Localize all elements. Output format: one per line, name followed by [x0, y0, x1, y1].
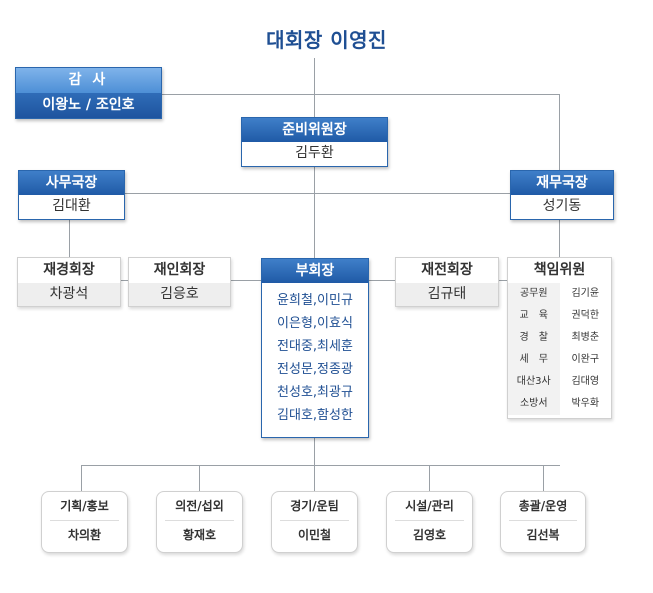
prep-chair-name: 김두환	[242, 142, 387, 164]
dept-drop-1	[81, 465, 82, 491]
department-box-2: 의전/섭외 황재호	[156, 491, 243, 553]
department-divider	[280, 520, 349, 521]
department-name: 차의환	[67, 528, 102, 542]
committee-name: 김기윤	[571, 288, 600, 299]
committee-row: 세 무 이완구	[508, 349, 611, 371]
finance-right-line	[559, 94, 560, 170]
department-divider	[395, 520, 464, 521]
committee-role: 경 찰	[508, 327, 560, 349]
sub-chair-label: 재경회장	[18, 258, 120, 283]
secretary-general-label: 사무국장	[19, 171, 124, 195]
auditor-connector	[160, 94, 560, 95]
secretary-general-name: 김대환	[19, 195, 124, 217]
sub-chair-name: 차광석	[18, 283, 120, 306]
sub-right-connector	[498, 280, 508, 281]
vice-chair-row: 김대호,함성한	[277, 408, 353, 423]
vice-chair-row: 전대중,최세훈	[277, 339, 353, 354]
department-box-1: 기획/홍보 차의환	[41, 491, 128, 553]
committee-name: 박우화	[571, 398, 600, 409]
department-label: 경기/운팀	[290, 499, 339, 513]
dept-drop-3	[314, 465, 315, 491]
dept-drop-4	[429, 465, 430, 491]
vice-chair-row: 이은형,이효식	[277, 316, 353, 331]
departments-connector	[81, 465, 560, 466]
department-label: 의전/섭외	[175, 499, 224, 513]
vice-chair-row: 윤희철,이민규	[277, 293, 353, 308]
committee-label: 책임위원	[533, 262, 586, 278]
department-name: 김선복	[526, 528, 560, 542]
right-branch-line	[559, 219, 560, 257]
sub-mid-right-connector	[368, 280, 396, 281]
secretary-general-box: 사무국장 김대환	[18, 170, 125, 220]
committee-name: 최병춘	[571, 332, 600, 343]
main-trunk-line	[314, 58, 315, 438]
committee-box: 책임위원 공무원 김기윤 교 육 권덕한 경 찰 최병춘 세 무 이완구 대산3사 김대영…	[507, 257, 612, 419]
vice-chair-row: 전성문,정종광	[277, 362, 353, 377]
department-box-3: 경기/운팀 이민철	[271, 491, 358, 553]
sub-mid-left-connector	[230, 280, 262, 281]
prep-chair-label: 준비위원장	[242, 118, 387, 142]
committee-role: 대산3사	[508, 371, 560, 393]
sub-left-connector	[120, 280, 128, 281]
directors-connector	[125, 193, 511, 194]
department-label: 기획/홍보	[60, 499, 109, 513]
department-box-4: 시설/관리 김영호	[386, 491, 473, 553]
committee-row: 대산3사 김대영	[508, 371, 611, 393]
sub-chair-box-1: 재경회장 차광석	[17, 257, 121, 307]
committee-role: 교 육	[508, 305, 560, 327]
committee-name: 이완구	[571, 354, 600, 365]
department-label: 시설/관리	[405, 499, 454, 513]
department-box-5: 총괄/운영 김선복	[500, 491, 586, 553]
department-name: 이민철	[297, 528, 332, 542]
page-title: 대회장 이영진	[266, 28, 387, 52]
dept-drop-2	[199, 465, 200, 491]
prep-chair-box: 준비위원장 김두환	[241, 117, 388, 167]
department-divider	[165, 520, 234, 521]
finance-director-name: 성기동	[511, 195, 613, 217]
sub-chair-label: 재인회장	[129, 258, 230, 283]
finance-director-label: 재무국장	[511, 171, 613, 195]
dept-drop-5	[543, 465, 544, 491]
auditor-label: 감 사	[16, 68, 161, 93]
committee-row: 경 찰 최병춘	[508, 327, 611, 349]
vice-chair-row: 천성호,최광규	[277, 385, 353, 400]
committee-name: 김대영	[571, 376, 600, 387]
department-name: 김영호	[412, 528, 447, 542]
committee-row: 공무원 김기윤	[508, 283, 611, 305]
sub-chair-name: 김응호	[129, 283, 230, 306]
vice-chairs-label: 부회장	[262, 259, 368, 283]
committee-role: 소방서	[508, 393, 560, 415]
left-branch-line	[69, 219, 70, 257]
sub-chair-box-2: 재인회장 김응호	[128, 257, 231, 307]
committee-row: 교 육 권덕한	[508, 305, 611, 327]
committee-role: 세 무	[508, 349, 560, 371]
finance-director-box: 재무국장 성기동	[510, 170, 614, 220]
trunk-to-departments	[314, 437, 315, 465]
department-name: 황재호	[182, 528, 217, 542]
department-divider	[509, 520, 577, 521]
committee-row: 소방서 박우화	[508, 393, 611, 415]
auditor-names: 이왕노 / 조인호	[16, 93, 161, 118]
vice-chairs-box: 부회장 윤희철,이민규 이은형,이효식 전대중,최세훈 전성문,정종광 천성호,…	[261, 258, 369, 438]
sub-chair-name: 김규태	[396, 283, 498, 306]
department-label: 총괄/운영	[518, 499, 568, 513]
sub-chair-label: 재전회장	[396, 258, 498, 283]
department-divider	[50, 520, 119, 521]
committee-name: 권덕한	[571, 310, 600, 321]
auditor-box: 감 사 이왕노 / 조인호	[15, 67, 162, 119]
committee-role: 공무원	[508, 283, 560, 305]
sub-chair-box-3: 재전회장 김규태	[395, 257, 499, 307]
